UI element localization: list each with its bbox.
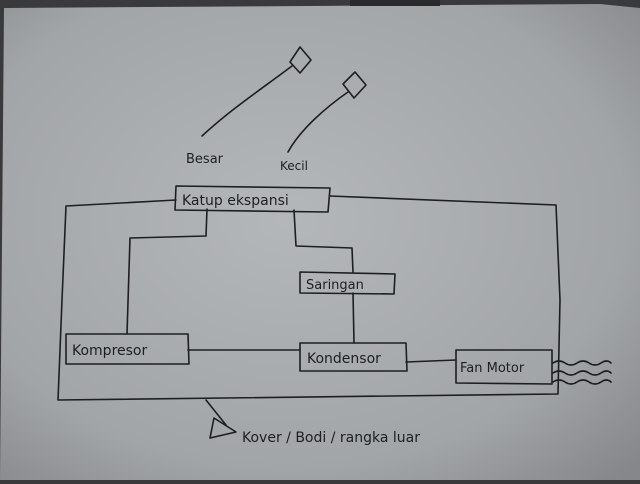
valve-line-besar	[201, 65, 293, 137]
valve-line-kecil	[287, 91, 349, 153]
label-katup-ekspansi: Katup ekspansi	[182, 193, 289, 209]
box-kompresor	[65, 333, 190, 365]
line-saringan-kondensor	[352, 292, 355, 344]
label-kondensor: Kondensor	[307, 351, 381, 367]
box-katup-ekspansi	[174, 185, 331, 213]
label-saringan: Saringan	[306, 278, 364, 293]
arrow-to-frame-line	[205, 399, 227, 426]
arrow-to-frame-head	[209, 417, 237, 439]
line-katup-kompresor	[126, 208, 208, 335]
line-katup-saringan	[293, 209, 354, 273]
line-kondensor-fan	[405, 359, 457, 363]
label-fan-motor: Fan Motor	[460, 361, 525, 376]
label-kecil: Kecil	[280, 159, 308, 173]
outer-frame	[57, 195, 561, 401]
box-kondensor	[299, 342, 408, 372]
label-besar: Besar	[186, 152, 224, 167]
wind-wave-1	[552, 360, 612, 366]
wind-wave-2	[552, 370, 612, 376]
valve-diamond-besar	[289, 46, 312, 74]
top-object-shadow	[350, 0, 440, 6]
valve-diamond-kecil	[342, 71, 367, 99]
box-saringan	[299, 271, 396, 295]
label-kompresor: Kompresor	[72, 343, 147, 359]
box-fan-motor	[455, 349, 553, 385]
label-frame-note: Kover / Bodi / rangka luar	[242, 430, 420, 446]
paper-sheet	[0, 4, 640, 480]
wind-wave-3	[552, 379, 612, 385]
